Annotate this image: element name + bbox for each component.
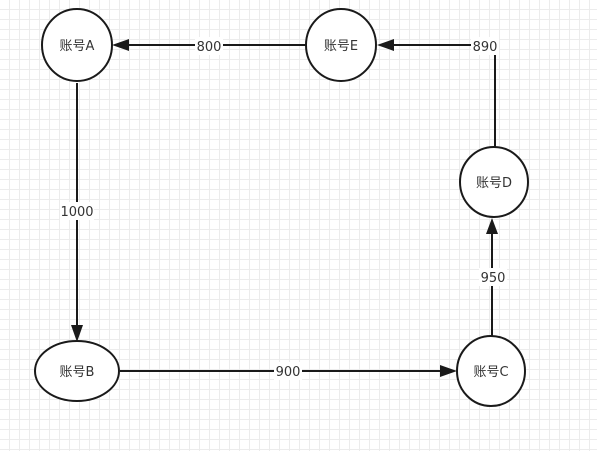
edge-label-c-to-d: 950 (481, 271, 506, 286)
node-label-b: 账号B (60, 365, 95, 380)
node-label-d: 账号D (476, 176, 512, 191)
node-account-d[interactable]: 账号D (459, 146, 529, 218)
edge-label-e-to-a: 800 (197, 40, 222, 55)
edge-label-d-to-e: 890 (473, 40, 498, 55)
edge-e-to-a: 800 (112, 37, 306, 55)
edge-b-to-c: 900 (120, 362, 457, 380)
node-account-c[interactable]: 账号C (456, 335, 526, 407)
edge-label-b-to-c: 900 (276, 365, 301, 380)
node-label-c: 账号C (473, 365, 508, 380)
edge-d-to-e: 890 (377, 37, 499, 147)
node-account-e[interactable]: 账号E (305, 8, 377, 82)
edge-c-to-d: 950 (479, 218, 507, 336)
edge-label-a-to-b: 1000 (60, 205, 93, 220)
edge-a-to-b: 1000 (60, 83, 94, 342)
node-account-b[interactable]: 账号B (34, 340, 120, 402)
node-account-a[interactable]: 账号A (41, 8, 113, 82)
node-label-e: 账号E (324, 39, 358, 54)
node-label-a: 账号A (60, 39, 95, 54)
